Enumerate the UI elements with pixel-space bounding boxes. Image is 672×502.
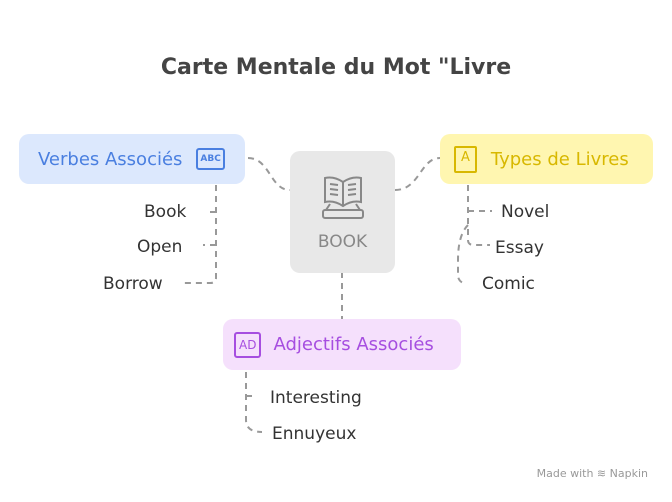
abc-book-icon: ABC	[196, 148, 225, 170]
leaf-ennuyeux: Ennuyeux	[272, 424, 357, 444]
leaf-book: Book	[144, 202, 187, 222]
center-node-label: BOOK	[317, 232, 368, 252]
open-book-icon	[321, 176, 364, 219]
leaf-borrow: Borrow	[103, 274, 163, 294]
ad-book-icon: AD	[234, 331, 262, 358]
center-node-book[interactable]: BOOK	[290, 151, 395, 273]
napkin-watermark: Made with ≋ Napkin	[536, 467, 648, 480]
letter-a-book-icon: A	[454, 145, 477, 173]
branch-adjectifs-associes[interactable]: AD Adjectifs Associés	[223, 319, 461, 370]
page-title: Carte Mentale du Mot "Livre	[160, 55, 512, 80]
leaf-comic: Comic	[482, 274, 535, 294]
branch-label: Types de Livres	[490, 148, 629, 170]
leaf-essay: Essay	[495, 238, 544, 258]
branch-types-de-livres[interactable]: A Types de Livres	[440, 134, 653, 184]
branch-label: Adjectifs Associés	[273, 334, 434, 355]
branch-label: Verbes Associés	[38, 148, 183, 170]
leaf-interesting: Interesting	[270, 388, 362, 408]
leaf-novel: Novel	[501, 202, 550, 222]
leaf-open: Open	[137, 237, 183, 257]
branch-verbes-associes[interactable]: Verbes Associés ABC	[19, 134, 245, 184]
